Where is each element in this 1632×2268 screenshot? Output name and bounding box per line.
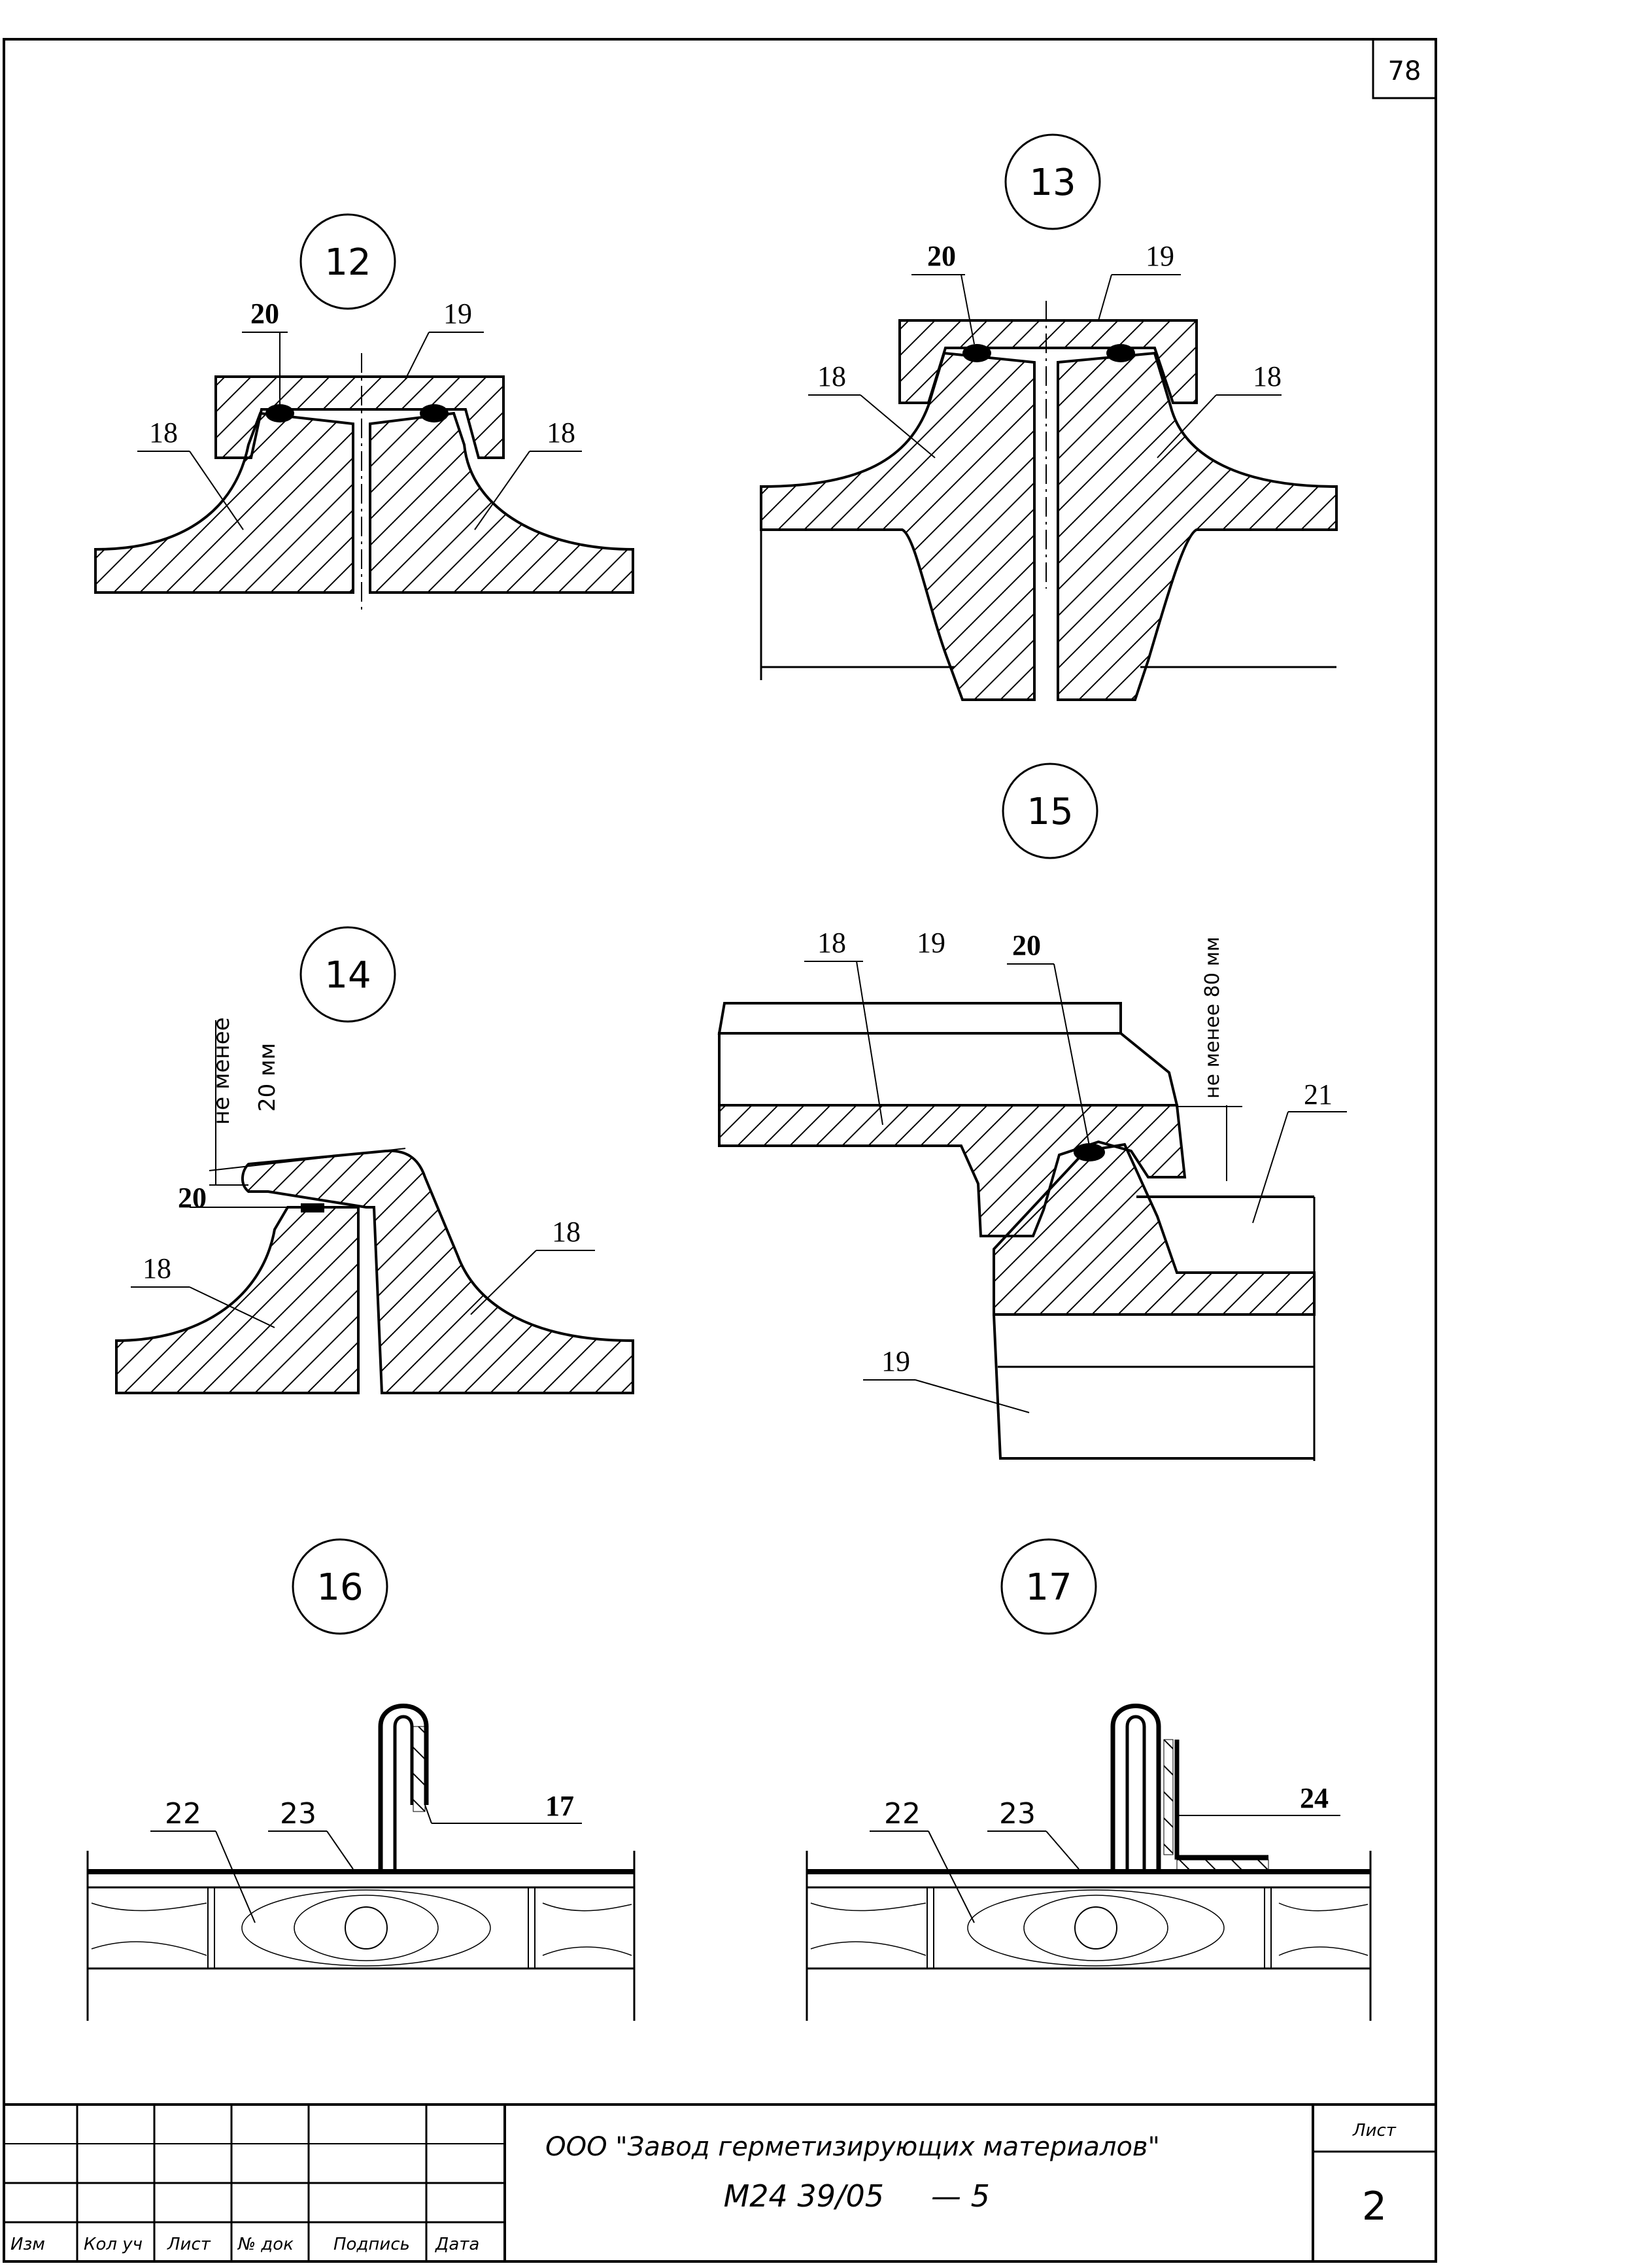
label-item: 24 — [1300, 1782, 1329, 1814]
dimension-text: не менее 80 мм — [1201, 936, 1224, 1099]
label-cover-bottom: 19 — [881, 1345, 910, 1377]
label-profile-right: 18 — [547, 417, 575, 449]
doc-suffix: — 5 — [931, 2178, 990, 2214]
label-profile-right: 18 — [1253, 360, 1282, 392]
col-signature: Подпись — [333, 2235, 410, 2254]
label-part-21: 21 — [1304, 1078, 1333, 1110]
label-cover: 19 — [443, 298, 472, 330]
detail-17: 17 22 23 24 — [806, 1538, 1372, 2021]
title-block: Изм Кол уч Лист № док Подпись Дата ООО "… — [3, 2103, 1437, 2263]
col-date: Дата — [435, 2235, 479, 2254]
label-seal: 20 — [927, 240, 956, 272]
col-izm: Изм — [10, 2235, 45, 2254]
detail-15: 15 не менее 80 мм 18 19 20 21 19 — [717, 763, 1347, 1461]
label-seal: 20 — [250, 298, 279, 330]
detail-14-number: 14 — [324, 954, 371, 997]
detail-16: 16 22 23 17 — [86, 1538, 636, 2021]
col-doc: № док — [237, 2235, 294, 2254]
label-cover-top: 19 — [917, 927, 945, 959]
detail-16-number: 16 — [316, 1566, 363, 1609]
detail-13: 13 20 19 18 18 — [760, 133, 1338, 701]
dimension-line2: 20 мм — [254, 1043, 280, 1112]
label-beam: 22 — [884, 1797, 921, 1830]
label-beam: 22 — [165, 1797, 201, 1830]
label-seal: 20 — [1012, 929, 1041, 961]
detail-13-number: 13 — [1029, 162, 1076, 204]
label-profile-right: 18 — [552, 1216, 581, 1248]
label-sheet: 23 — [280, 1797, 316, 1830]
doc-code: М24 39/05 — [724, 2178, 884, 2214]
detail-14: 14 не менее 20 мм 20 18 18 — [115, 926, 634, 1394]
detail-12-number: 12 — [324, 241, 371, 284]
wood-beam — [810, 1887, 1368, 1969]
wood-beam — [91, 1887, 632, 1969]
company-name: ООО "Завод герметизирующих материалов" — [545, 2132, 1160, 2162]
sheet-number: 2 — [1362, 2184, 1387, 2229]
detail-15-number: 15 — [1027, 791, 1073, 833]
label-item: 17 — [545, 1790, 574, 1822]
col-kol-uch: Кол уч — [84, 2235, 143, 2254]
dimension-line1: не менее — [209, 1017, 235, 1125]
label-cover: 19 — [1146, 240, 1174, 272]
label-profile: 18 — [817, 927, 846, 959]
label-sheet: 23 — [999, 1797, 1036, 1830]
detail-12: 12 20 19 18 18 — [94, 213, 634, 615]
label-profile-left: 18 — [143, 1252, 171, 1284]
label-seal: 20 — [178, 1182, 207, 1214]
sheet-label: Лист — [1352, 2121, 1397, 2140]
page-number: 78 — [1388, 56, 1421, 86]
detail-17-number: 17 — [1025, 1566, 1072, 1609]
sheet-frame: 78 — [3, 38, 1437, 2263]
col-list: Лист — [167, 2235, 211, 2254]
label-profile-left: 18 — [817, 360, 846, 392]
label-profile-left: 18 — [149, 417, 178, 449]
